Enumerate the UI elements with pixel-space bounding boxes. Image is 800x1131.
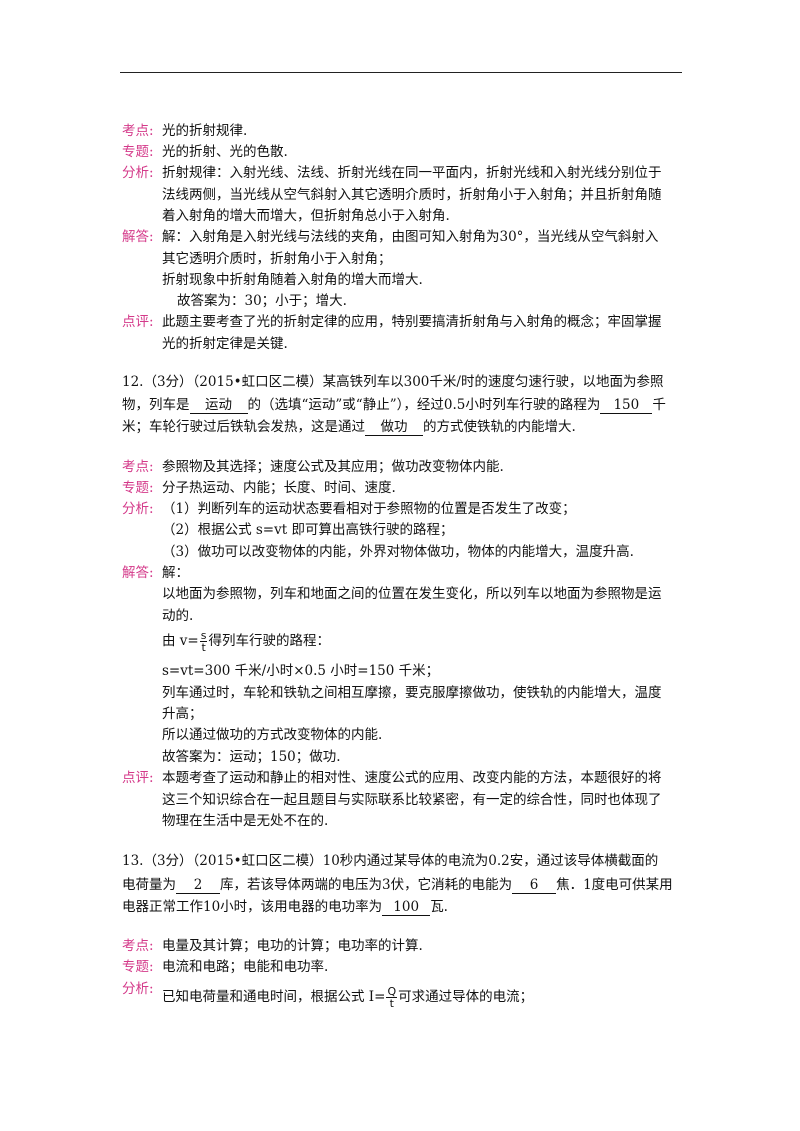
jieda-line: 其它透明介质时，折射角小于入射角；: [162, 251, 392, 267]
zhuanti-text: 分子热运动、内能；长度、时间、速度.: [162, 480, 396, 496]
zhuanti-text: 电流和电路；电能和电功率.: [162, 959, 329, 975]
kaodian-label: 考点:: [122, 459, 154, 475]
kaodian-text: 电量及其计算；电功的计算；电功率的计算.: [162, 938, 423, 954]
fenxi-line: 折射规律：入射光线、法线、折射光线在同一平面内，折射光线和入射光线分别位于: [162, 165, 662, 181]
q12-answer-3: 做功: [365, 420, 423, 436]
q12-answer-1: 运动: [189, 398, 248, 414]
fenxi-line: （1）判断列车的运动状态要看相对于参照物的位置是否发生了改变；: [162, 501, 576, 517]
jieda-answer: 故答案为：运动；150；做功.: [162, 749, 341, 765]
zhuanti-text: 光的折射、光的色散.: [162, 144, 288, 160]
dianping-label: 点评:: [122, 770, 154, 786]
dianping-label: 点评:: [122, 314, 154, 330]
dianping-line: 本题考查了运动和静止的相对性、速度公式的应用、改变内能的方法，本题很好的将: [162, 770, 662, 786]
zhuanti-label: 专题:: [122, 959, 154, 975]
kaodian-text: 参照物及其选择；速度公式及其应用；做功改变物体内能.: [162, 459, 504, 475]
jieda-line: 折射现象中折射角随着入射角的增大而增大.: [162, 272, 423, 288]
jieda-line: 以地面为参照物，列车和地面之间的位置在发生变化，所以列车以地面为参照物是运: [162, 586, 662, 602]
dianping-line: 此题主要考查了光的折射定律的应用，特别要搞清折射角与入射角的概念；牢固掌握: [162, 314, 662, 330]
q12-stem-line: 米；车轮行驶过后铁轨会发热，这是通过做功的方式使铁轨的内能增大.: [122, 419, 576, 436]
jieda-line: 解：入射角是入射光线与法线的夹角，由图可知入射角为30°，当光线从空气斜射入: [162, 229, 659, 245]
fenxi-line: （2）根据公式 s=vt 即可算出高铁行驶的路程；: [162, 522, 454, 538]
kaodian-label: 考点:: [122, 123, 154, 139]
jieda-answer: 故答案为：30；小于；增大.: [177, 293, 347, 309]
dianping-line: 这三个知识综合在一起且题目与实际联系比较紧密，有一定的综合性，同时也体现了: [162, 792, 662, 808]
zhuanti-label: 专题:: [122, 144, 154, 160]
kaodian-text: 光的折射规律.: [162, 123, 248, 139]
jieda-line: s=vt=300 千米/小时×0.5 小时=150 千米；: [162, 663, 440, 679]
kaodian-label: 考点:: [122, 938, 154, 954]
q12-stem-line: 12.（3分）（2015•虹口区二模）某高铁列车以300千米/时的速度匀速行驶，…: [122, 374, 664, 390]
jieda-line: 动的.: [162, 608, 194, 624]
q13-answer-1: 2: [176, 878, 220, 894]
q13-stem-line: 13.（3分）（2015•虹口区二模）10秒内通过某导体的电流为0.2安，通过该…: [122, 853, 659, 869]
dianping-line: 光的折射定律是关键.: [162, 336, 288, 352]
fenxi-label: 分析:: [122, 501, 154, 517]
jieda-head: 解：: [162, 565, 189, 581]
fenxi-label: 分析:: [122, 165, 154, 181]
dianping-line: 物理在生活中是无处不在的.: [162, 813, 329, 829]
q13-answer-2: 6: [512, 878, 557, 894]
jieda-label: 解答:: [122, 565, 154, 581]
jieda-line: 所以通过做功的方式改变物体的内能.: [162, 727, 383, 743]
fenxi-label: 分析:: [122, 981, 154, 997]
q13-answer-3: 100: [382, 900, 431, 916]
header-rule: [120, 72, 682, 73]
q12-answer-2: 150: [600, 398, 653, 414]
zhuanti-label: 专题:: [122, 480, 154, 496]
jieda-line: 列车通过时，车轮和铁轨之间相互摩擦，要克服摩擦做功，使铁轨的内能增大，温度: [162, 685, 662, 701]
fenxi-line: 着入射角的增大而增大，但折射角总小于入射角.: [162, 208, 450, 224]
fenxi-line: （3）做功可以改变物体的内能，外界对物体做功，物体的内能增大，温度升高.: [162, 544, 634, 560]
jieda-line: 升高；: [162, 706, 203, 722]
fenxi-line: 法线两侧，当光线从空气斜射入其它透明介质时，折射角小于入射角；并且折射角随: [162, 187, 662, 203]
jieda-label: 解答:: [122, 229, 154, 245]
